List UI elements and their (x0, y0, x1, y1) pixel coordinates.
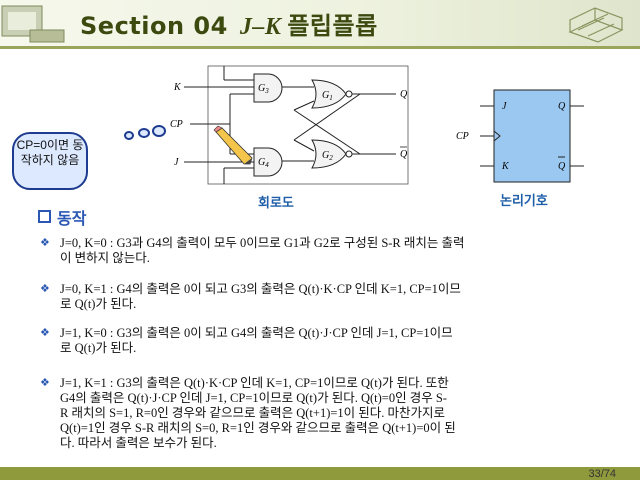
nor-gate-g2 (311, 139, 347, 169)
callout-text: CP=0이면 동작하지 않음 (16, 138, 84, 167)
input-j-label: J (174, 157, 179, 168)
list-item: ❖ J=0, K=0 : G3과 G4의 출력이 모두 0이므로 G1과 G2로… (40, 236, 620, 266)
list-item: ❖ J=0, K=1 : G4의 출력은 0이 되고 G3의 출력은 Q(t)·… (40, 282, 620, 312)
circuit-frame (207, 65, 409, 185)
list-item-line: 로 Q(t)가 된다. (60, 297, 137, 311)
symbol-pin-k: K (501, 161, 510, 172)
list-item-line: Q(t)=1인 경우 S-R 래치의 S=0, R=1인 경우와 같으므로 출력… (60, 421, 456, 435)
diamond-bullet-icon: ❖ (40, 377, 50, 389)
list-item-line: R 래치의 S=1, R=0인 경우와 같으므로 출력은 Q(t+1)=1이 된… (60, 406, 446, 420)
symbol-box (493, 89, 571, 183)
checkbox-bullet-icon (38, 210, 51, 223)
diamond-bullet-icon: ❖ (40, 283, 50, 295)
gate-g3-label: G3 (258, 83, 269, 95)
output-q-label: Q (400, 89, 408, 100)
header-rule (0, 46, 640, 49)
list-item-line: G4의 출력은 Q(t)·J·CP 인데 J=1, CP=1이므로 Q(t)가 … (60, 391, 447, 405)
gate-g4-label: G4 (258, 157, 269, 169)
list-item: ❖ J=1, K=0 : G3의 출력은 0이 되고 G4의 출력은 Q(t)·… (40, 326, 620, 356)
symbol-pin-j: J (502, 101, 507, 112)
thought-bubble-dot (124, 131, 134, 140)
section-heading-text: 동작 (57, 209, 87, 228)
list-item-line: J=1, K=0 : G3의 출력은 0이 되고 G4의 출력은 Q(t)·J·… (60, 326, 453, 340)
list-item-line: J=0, K=1 : G4의 출력은 0이 되고 G3의 출력은 Q(t)·K·… (60, 282, 461, 296)
list-item-line: J=0, K=0 : G3과 G4의 출력이 모두 0이므로 G1과 G2로 구… (60, 236, 465, 250)
symbol-caption: 논리기호 (500, 194, 548, 209)
gate-g2-label: G2 (322, 150, 333, 162)
list-item-line: 이 변하지 않는다. (60, 251, 150, 265)
callout-note: CP=0이면 동작하지 않음 (12, 132, 88, 190)
thought-bubble-dot (138, 128, 150, 138)
list-item-line: 로 Q(t)가 된다. (60, 341, 137, 355)
pencil-icon (213, 125, 253, 165)
thought-bubble-dot (152, 125, 166, 137)
section-heading: 동작 (38, 205, 86, 229)
diamond-bullet-icon: ❖ (40, 327, 50, 339)
diamond-bullet-icon: ❖ (40, 237, 50, 249)
circuit-caption: 회로도 (258, 196, 294, 211)
list-item: ❖ J=1, K=1 : G3의 출력은 Q(t)·K·CP 인데 K=1, C… (40, 376, 620, 451)
header-decoration-left (1, 5, 65, 43)
nor-gate-g1 (311, 79, 347, 109)
and-gate-g4 (253, 147, 283, 177)
header-decoration-right (568, 7, 624, 43)
symbol-pin-qbar: Q (558, 161, 566, 172)
footer-bar (0, 467, 640, 480)
gate-g1-label: G1 (322, 90, 333, 102)
and-gate-g3 (253, 73, 283, 103)
nor-bubble-g1 (345, 90, 353, 98)
output-qbar-label: Q (400, 149, 408, 160)
list-item-line: 다. 따라서 출력은 보수가 된다. (60, 436, 217, 450)
section-number: Section 04 (80, 12, 228, 40)
jk-logic-symbol: J CP K Q Q (456, 89, 584, 183)
input-k-label: K (173, 82, 182, 93)
page-number: 33/74 (588, 468, 616, 480)
jk-flipflop-circuit: K CP J G3 G4 G1 G2 Q Q (170, 65, 409, 185)
list-item-line: J=1, K=1 : G3의 출력은 Q(t)·K·CP 인데 K=1, CP=… (60, 376, 449, 390)
symbol-pin-cp: CP (456, 131, 469, 142)
symbol-pin-q: Q (558, 101, 566, 112)
slide-subtitle: J–K (239, 14, 282, 40)
nor-bubble-g2 (345, 150, 353, 158)
slide-title-korean: 플립플롭 (287, 12, 378, 40)
input-cp-label: CP (170, 119, 183, 130)
